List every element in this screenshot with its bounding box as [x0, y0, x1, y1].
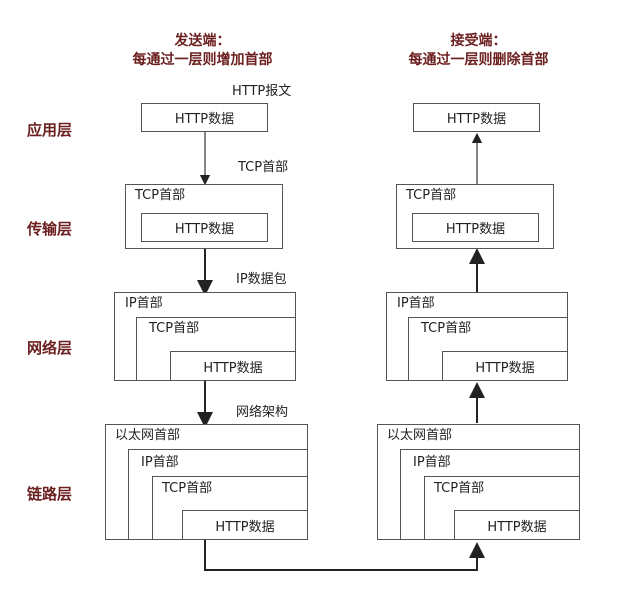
receiver-network-http-data-box: HTTP数据: [442, 351, 568, 381]
sender-app-http-data-label: HTTP数据: [174, 112, 235, 127]
note-ip-packet: IP数据包: [236, 272, 287, 287]
receiver-header: 接受端： 每通过一层则删除首部: [396, 32, 561, 70]
receiver-network-ip-label: IP首部: [397, 296, 435, 311]
receiver-title: 接受端：: [450, 33, 507, 49]
sender-link-http-data-label: HTTP数据: [215, 519, 275, 535]
sender-app-http-data-box: HTTP数据: [141, 103, 268, 132]
physical-link-line: [204, 539, 485, 571]
receiver-link-ip-box: IP首部 TCP首部 HTTP数据: [400, 449, 580, 540]
layer-transport: 传输层: [27, 220, 73, 238]
receiver-transport-http-data-label: HTTP数据: [445, 222, 506, 237]
sender-network-ip-label: IP首部: [125, 296, 163, 311]
sender-title: 发送端：: [174, 33, 231, 49]
receiver-network-tcp-box: TCP首部 HTTP数据: [408, 317, 568, 381]
sender-subtitle: 每通过一层则增加首部: [132, 52, 273, 68]
receiver-transport-http-data-box: HTTP数据: [412, 213, 539, 242]
sender-transport-tcp-box: TCP首部 HTTP数据: [125, 184, 283, 249]
sender-network-ip-box: IP首部 TCP首部 HTTP数据: [114, 292, 296, 381]
receiver-link-ethernet-box: 以太网首部 IP首部 TCP首部 HTTP数据: [377, 424, 580, 540]
sender-network-tcp-label: TCP首部: [149, 321, 200, 336]
layer-application: 应用层: [27, 121, 73, 139]
receiver-network-ip-box: IP首部 TCP首部 HTTP数据: [386, 292, 568, 381]
note-http-message: HTTP报文: [232, 84, 292, 99]
receiver-transport-tcp-label: TCP首部: [406, 188, 457, 203]
sender-network-tcp-box: TCP首部 HTTP数据: [136, 317, 296, 381]
receiver-app-http-data-label: HTTP数据: [446, 112, 507, 127]
layer-network: 网络层: [27, 339, 73, 357]
sender-link-ip-label: IP首部: [141, 455, 179, 470]
sender-link-ip-box: IP首部 TCP首部 HTTP数据: [128, 449, 308, 540]
receiver-transport-tcp-box: TCP首部 HTTP数据: [396, 184, 554, 249]
sender-transport-tcp-label: TCP首部: [135, 188, 186, 203]
receiver-app-http-data-box: HTTP数据: [413, 103, 540, 132]
receiver-link-ethernet-label: 以太网首部: [387, 428, 453, 443]
sender-network-http-data-box: HTTP数据: [170, 351, 296, 381]
receiver-link-ip-label: IP首部: [413, 455, 451, 470]
receiver-link-tcp-label: TCP首部: [434, 481, 485, 496]
sender-link-tcp-label: TCP首部: [162, 481, 213, 496]
receiver-subtitle: 每通过一层则删除首部: [408, 52, 549, 68]
receiver-link-http-data-label: HTTP数据: [487, 519, 547, 535]
receiver-link-http-data-box: HTTP数据: [454, 510, 580, 540]
sender-transport-http-data-label: HTTP数据: [174, 222, 235, 237]
sender-link-tcp-box: TCP首部 HTTP数据: [152, 476, 308, 540]
receiver-network-tcp-label: TCP首部: [421, 321, 472, 336]
receiver-network-http-data-label: HTTP数据: [475, 360, 535, 376]
sender-network-http-data-label: HTTP数据: [203, 360, 263, 376]
receiver-link-tcp-box: TCP首部 HTTP数据: [424, 476, 580, 540]
note-network-frame: 网络架构: [236, 405, 289, 420]
sender-link-ethernet-box: 以太网首部 IP首部 TCP首部 HTTP数据: [105, 424, 308, 540]
sender-link-http-data-box: HTTP数据: [182, 510, 308, 540]
layer-link: 链路层: [27, 485, 73, 503]
sender-transport-http-data-box: HTTP数据: [141, 213, 268, 242]
sender-header: 发送端： 每通过一层则增加首部: [125, 32, 280, 70]
note-tcp-header: TCP首部: [238, 160, 289, 175]
sender-link-ethernet-label: 以太网首部: [115, 428, 181, 443]
